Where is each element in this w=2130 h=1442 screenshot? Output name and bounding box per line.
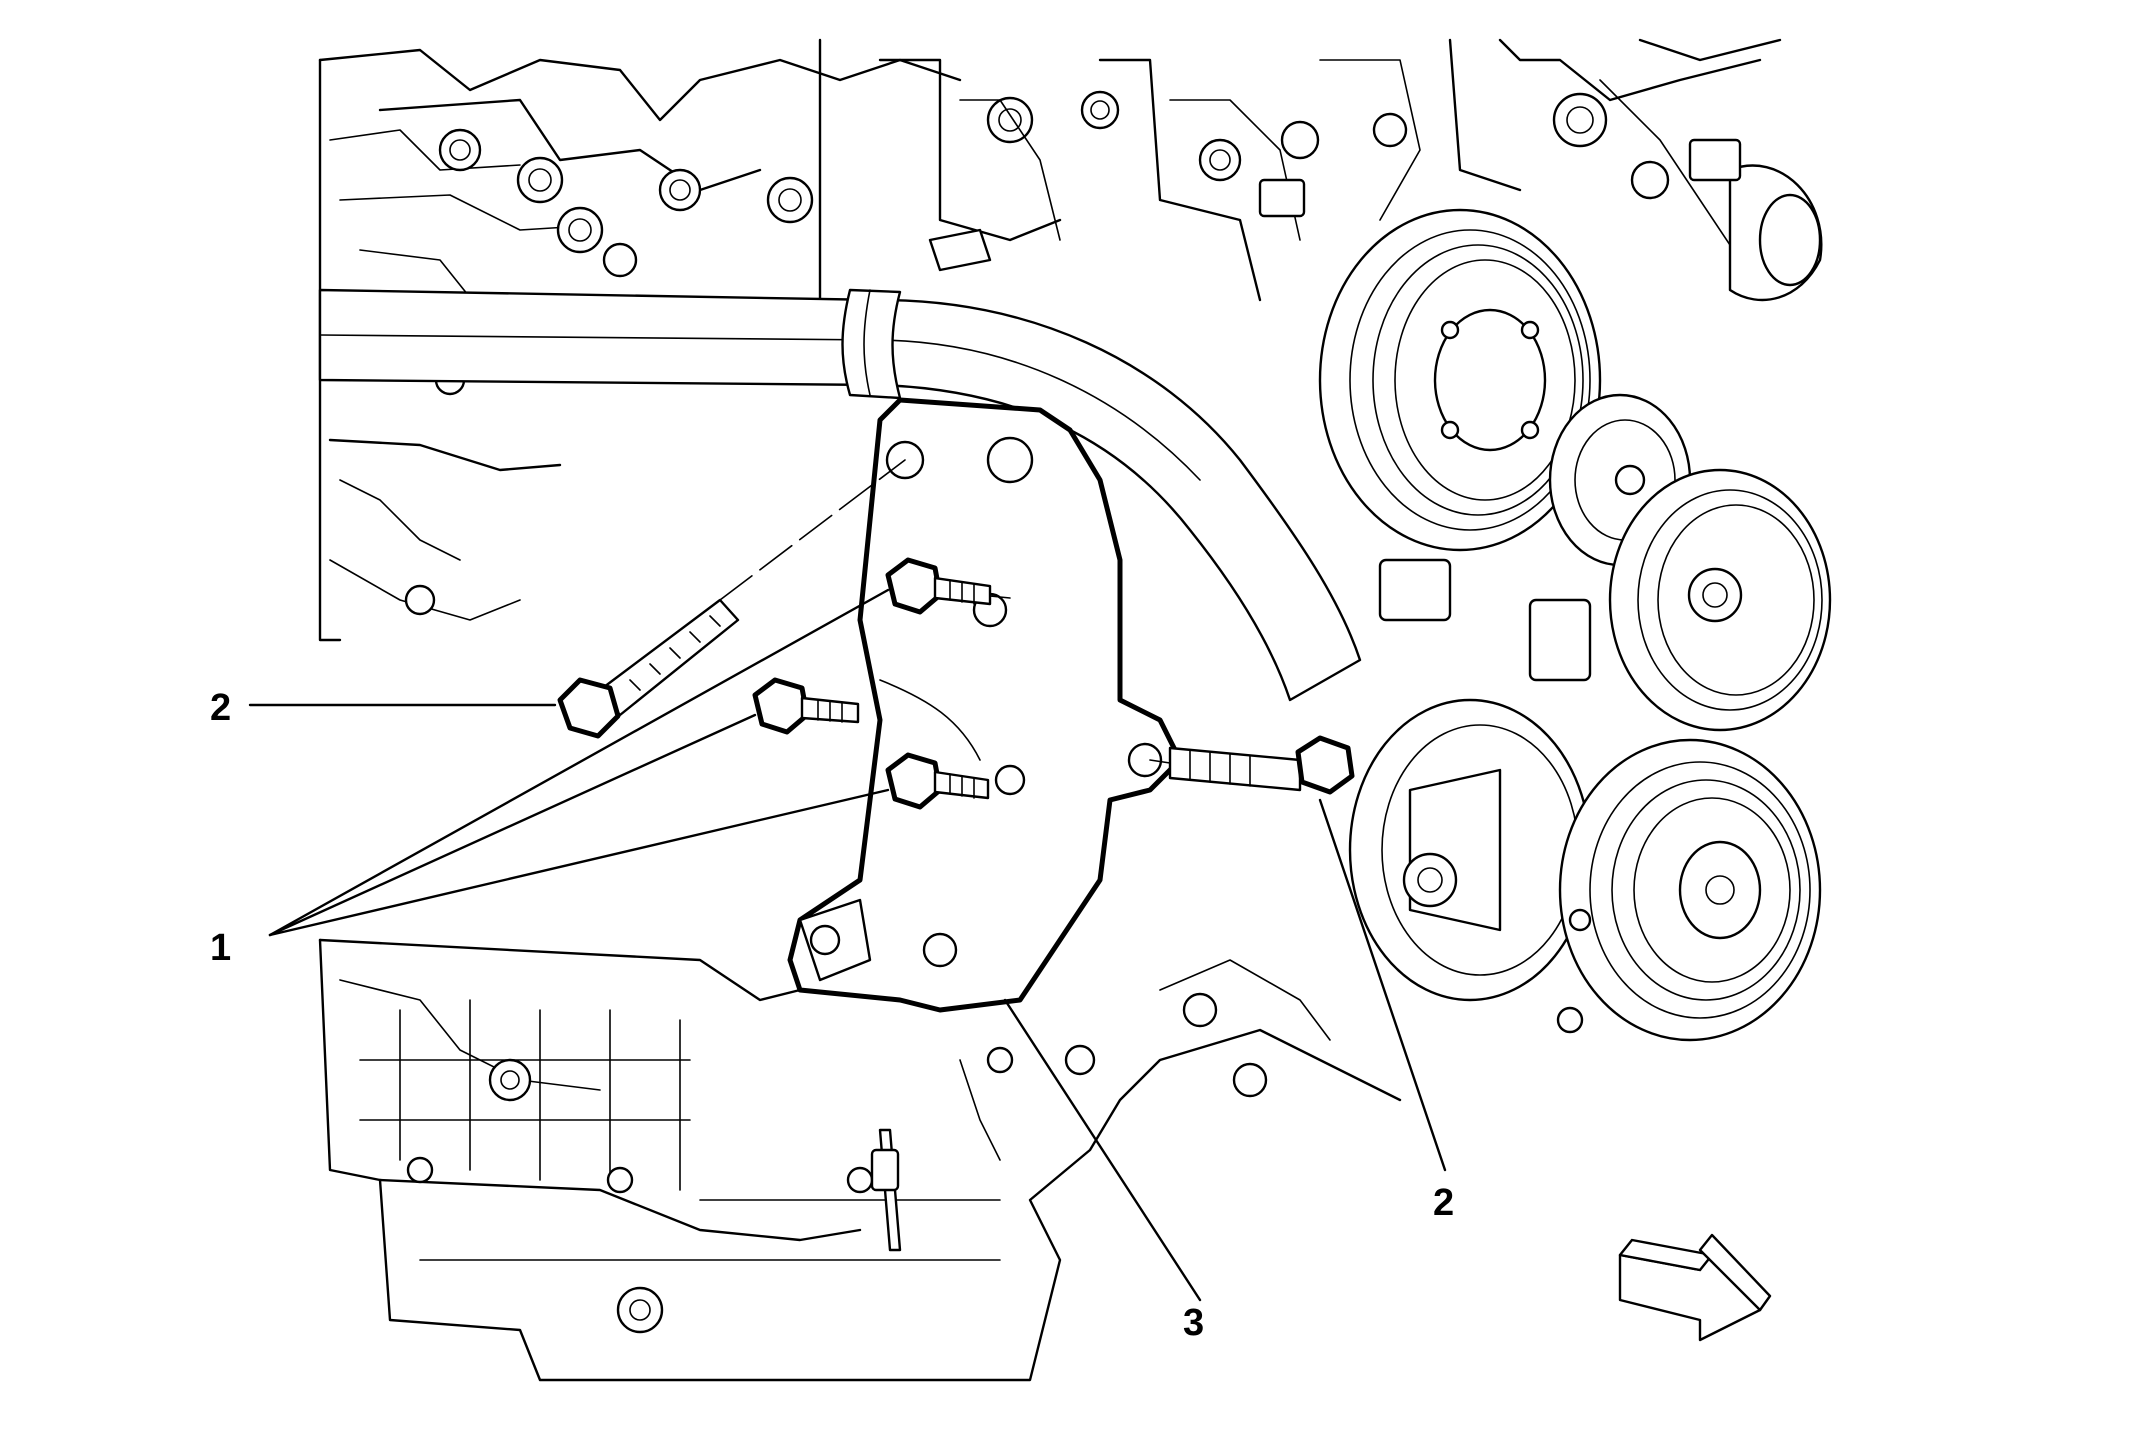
- bracket: [787, 397, 1183, 1013]
- upper-hardware: [404, 90, 1670, 616]
- bolt-1-top: [885, 557, 992, 615]
- bolt-2-left: [557, 598, 740, 739]
- ac-compressor-pulley: [1558, 738, 1822, 1042]
- engine-block-outline: [318, 38, 1823, 642]
- bolt-2-right: [1168, 735, 1355, 795]
- callout-3: 3: [1183, 1302, 1204, 1344]
- callout-labels: 2 1 2 3: [210, 687, 1454, 1344]
- tensioner-pulley: [1608, 468, 1832, 732]
- pulley-hardware: [1378, 558, 1592, 1034]
- callout-1: 1: [210, 927, 231, 969]
- callout-leaders: [248, 588, 1447, 1302]
- crank-pulley: [1318, 208, 1602, 552]
- view-direction-arrow-icon: [1618, 1233, 1772, 1342]
- oil-pan: [318, 938, 1402, 1382]
- bolt-1-middle: [752, 677, 860, 735]
- callout-2-right: 2: [1433, 1182, 1454, 1224]
- bolt-1-bottom: [885, 752, 990, 810]
- callout-2-left: 2: [210, 687, 231, 729]
- coolant-pipe: [318, 228, 1362, 702]
- water-pump-pulley: [1348, 698, 1592, 1002]
